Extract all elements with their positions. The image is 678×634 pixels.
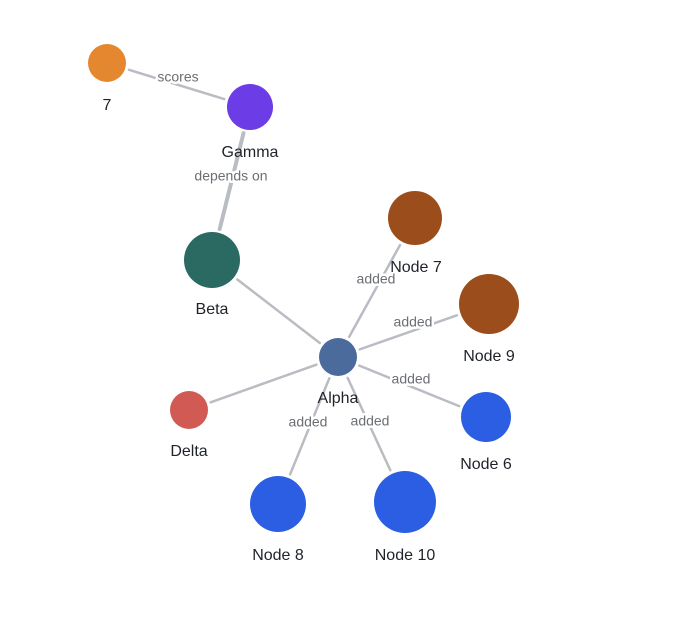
edge-alpha-node10 [346, 376, 392, 472]
edge-alpha-node7 [347, 243, 402, 339]
edges-layer [127, 68, 461, 476]
edge-label-alpha-node10: added [351, 413, 390, 429]
node-n7[interactable] [88, 44, 126, 82]
node-delta[interactable] [170, 391, 208, 429]
edge-n7-gamma [127, 68, 226, 101]
node-label-beta: Beta [196, 301, 229, 318]
edge-alpha-node9 [358, 314, 459, 351]
node-label-node8: Node 8 [252, 547, 304, 564]
node-node9[interactable] [459, 274, 519, 334]
edge-alpha-node6 [358, 364, 461, 408]
edge-gamma-beta [217, 131, 246, 231]
node-label-node6: Node 6 [460, 456, 512, 473]
node-alpha[interactable] [319, 338, 357, 376]
node-label-node9: Node 9 [463, 348, 515, 365]
edge-beta-alpha [236, 278, 322, 345]
edge-alpha-node8 [288, 377, 331, 476]
edge-label-alpha-node9: added [394, 314, 433, 330]
edge-label-gamma-beta: depends on [194, 168, 267, 184]
node-label-delta: Delta [170, 443, 207, 460]
edge-label-alpha-node8: added [289, 414, 328, 430]
node-node7[interactable] [388, 191, 442, 245]
node-label-node7: Node 7 [390, 259, 442, 276]
node-gamma[interactable] [227, 84, 273, 130]
edge-labels-layer: scores depends on added added added added adde… [155, 66, 435, 432]
node-label-gamma: Gamma [222, 144, 279, 161]
edge-delta-alpha [209, 363, 318, 404]
node-label-node10: Node 10 [375, 547, 436, 564]
node-label-alpha: Alpha [318, 390, 359, 407]
edge-label-n7-gamma: scores [157, 69, 198, 85]
node-label-n7: 7 [103, 97, 112, 114]
node-node6[interactable] [461, 392, 511, 442]
nodes-layer [88, 44, 519, 533]
node-beta[interactable] [184, 232, 240, 288]
edge-label-alpha-node7: added [357, 271, 396, 287]
edge-label-alpha-node6: added [392, 371, 431, 387]
node-node8[interactable] [250, 476, 306, 532]
node-node10[interactable] [374, 471, 436, 533]
